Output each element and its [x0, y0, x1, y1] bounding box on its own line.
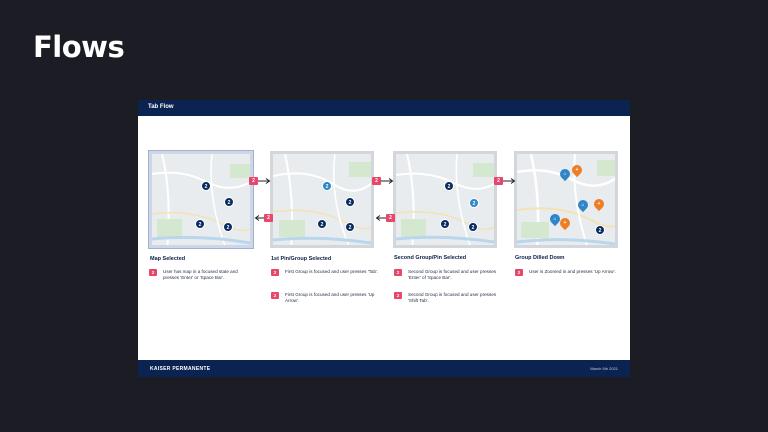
- step-title: Group Dilled Down: [515, 255, 565, 261]
- step-title: Map Selected: [150, 256, 186, 262]
- note-text: User is Zoomed in and presses 'Up Arrow'…: [529, 269, 616, 274]
- group-pin: 2: [345, 222, 355, 232]
- note-badge: 2: [394, 269, 402, 276]
- group-pin: 2: [223, 222, 233, 232]
- map-thumbnail-group-drilled-down: ⌂ + ⌂ + ⌂ + 2: [514, 151, 618, 248]
- map-thumbnail-map-selected: 2 2 2 2: [148, 150, 254, 249]
- transition-badge: 2: [249, 177, 258, 185]
- transition-badge: 2: [264, 214, 273, 222]
- note-badge: 2: [515, 269, 523, 276]
- group-pin: 2: [195, 219, 205, 229]
- group-pin: 2: [595, 225, 605, 235]
- arrow-right-icon: [258, 178, 271, 184]
- map-thumbnail-first-pin-selected: 2 2 2 2: [270, 151, 374, 248]
- map-background: [152, 154, 250, 245]
- step-title: 1st Pin/Group Selected: [271, 256, 332, 262]
- note-text: Second Group is focused and user presses…: [408, 292, 497, 303]
- note-text: First Group is focused and user presses …: [285, 269, 379, 274]
- group-pin: 2: [317, 219, 327, 229]
- footer-date: March 5th 2021: [590, 366, 618, 371]
- facility-pin: ⌂: [557, 166, 573, 182]
- transition-badge: 2: [386, 214, 395, 222]
- tab-flow-document: Tab Flow 2 2 2 2 2 2: [138, 100, 630, 377]
- group-pin-focused: 2: [469, 198, 479, 208]
- note-badge: 2: [149, 269, 157, 276]
- note-badge: 2: [271, 269, 279, 276]
- arrow-right-icon: [381, 178, 394, 184]
- transition-badge: 2: [494, 177, 503, 185]
- note-badge: 2: [394, 292, 402, 299]
- facility-pin: ⌂: [547, 211, 563, 227]
- note-text: User has map in a focused state and pres…: [163, 269, 238, 280]
- document-header-title: Tab Flow: [148, 104, 174, 110]
- document-footer: KAISER PERMANENTE March 5th 2021: [138, 360, 630, 377]
- note-text: First Group is focused and user presses …: [285, 292, 375, 303]
- group-pin: 2: [345, 197, 355, 207]
- step-title: Second Group/Pin Selected: [394, 255, 467, 261]
- group-pin: 2: [468, 222, 478, 232]
- group-pin: 2: [444, 181, 454, 191]
- group-pin: 2: [440, 219, 450, 229]
- slide-title: Flows: [33, 30, 125, 64]
- transition-badge: 2: [372, 177, 381, 185]
- map-background: [396, 154, 494, 245]
- group-pin: 2: [201, 181, 211, 191]
- facility-pin: ⌂: [575, 197, 591, 213]
- document-header: Tab Flow: [138, 100, 630, 116]
- map-background: [273, 154, 371, 245]
- pharmacy-pin: +: [569, 162, 585, 178]
- group-pin-focused: 2: [322, 181, 332, 191]
- note-text: Second Group is focused and user presses…: [408, 269, 497, 280]
- note-badge: 2: [271, 292, 279, 299]
- footer-brand: KAISER PERMANENTE: [150, 366, 211, 372]
- map-thumbnail-second-group-selected: 2 2 2 2: [393, 151, 497, 248]
- pharmacy-pin: +: [557, 215, 573, 231]
- group-pin: 2: [224, 197, 234, 207]
- pharmacy-pin: +: [591, 196, 607, 212]
- arrow-right-icon: [503, 178, 516, 184]
